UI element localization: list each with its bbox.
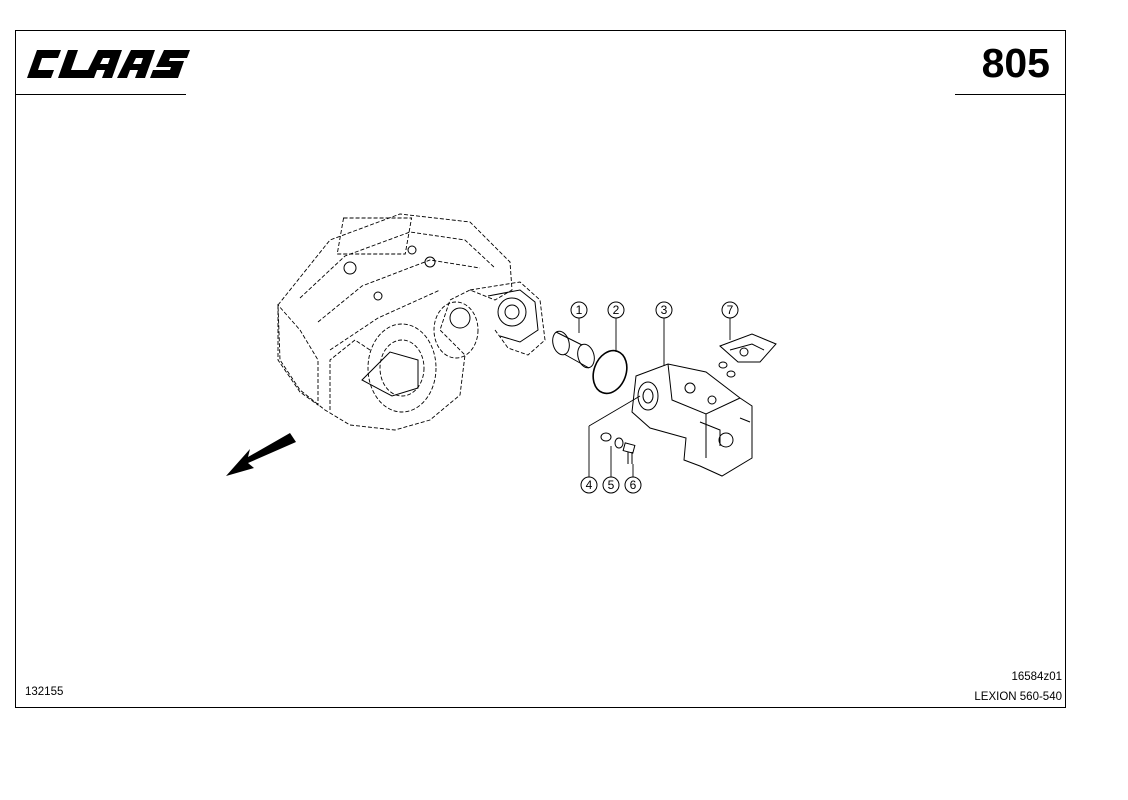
callout-circle-5: [602, 476, 620, 494]
part-hydraulic-pump: [631, 363, 753, 477]
leader-lines: [578, 318, 731, 477]
catalog-number: 132155: [25, 686, 64, 698]
callout-label-7: 7: [727, 303, 734, 317]
callout-circle-2: [607, 301, 625, 319]
part-o-ring: [592, 349, 628, 395]
callout-label-1: 1: [576, 303, 583, 317]
callout-circle-7: [721, 301, 739, 319]
gearbox-housing-detail: [343, 245, 539, 397]
direction-arrow: [226, 433, 296, 476]
drawing-id: 16584z01: [1011, 671, 1062, 683]
page-frame: [15, 30, 1066, 708]
callout-circle-3: [655, 301, 673, 319]
part-seal-kit: [718, 333, 777, 378]
callout-label-2: 2: [613, 303, 620, 317]
page-number: 805: [981, 40, 1050, 86]
header-rule-left: [15, 94, 186, 95]
part-bolt: [622, 442, 636, 464]
part-bushing: [552, 330, 595, 369]
header-rule-right: [955, 94, 1066, 95]
claas-logo: [27, 50, 190, 78]
callout-circle-6: [624, 476, 642, 494]
callout-circle-4: [580, 476, 598, 494]
model-name: LEXION 560-540: [974, 691, 1062, 703]
gearbox-housing: [277, 213, 546, 431]
part-seal-ring: [614, 437, 624, 449]
callout-label-3: 3: [661, 303, 668, 317]
callout-label-5: 5: [608, 478, 615, 492]
callout-label-4: 4: [586, 478, 593, 492]
part-washer: [600, 432, 612, 442]
callout-circle-1: [570, 301, 588, 319]
callout-label-6: 6: [630, 478, 637, 492]
